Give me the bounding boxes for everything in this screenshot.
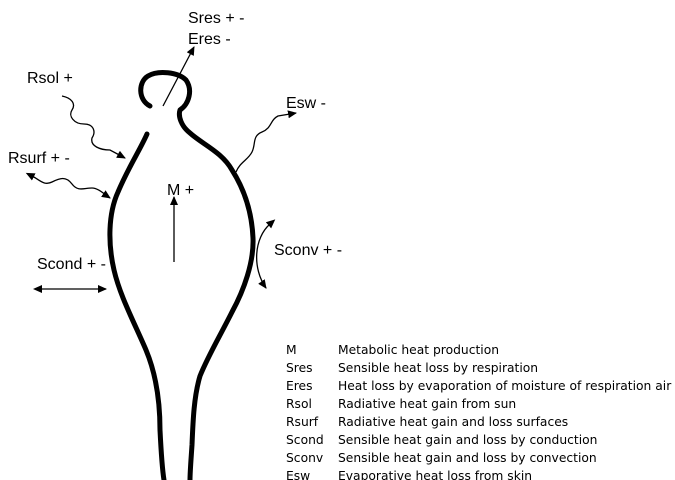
legend-description: Sensible heat gain and loss by conductio…: [338, 431, 597, 449]
sconv-label: Sconv + -: [274, 242, 342, 260]
legend-abbr: M: [286, 341, 338, 359]
rsol-label: Rsol +: [27, 70, 73, 88]
body-outline: [110, 73, 253, 480]
esw-arrow: [236, 113, 296, 172]
legend-description: Radiative heat gain and loss surfaces: [338, 413, 568, 431]
scond-label: Scond + -: [37, 256, 106, 274]
legend-description: Sensible heat loss by respiration: [338, 359, 538, 377]
legend-description: Sensible heat gain and loss by convectio…: [338, 449, 597, 467]
rsurf-label: Rsurf + -: [8, 150, 70, 168]
legend-description: Metabolic heat production: [338, 341, 499, 359]
legend-abbr: Sres: [286, 359, 338, 377]
legend-abbr: Eres: [286, 377, 338, 395]
legend-description: Heat loss by evaporation of moisture of …: [338, 377, 671, 395]
sres-label: Sres + -: [188, 10, 244, 28]
rsurf-arrow: [32, 176, 110, 198]
sconv-arrow: [257, 224, 270, 288]
legend-abbr: Rsurf: [286, 413, 338, 431]
body-left-outline: [110, 134, 164, 480]
legend-abbr: Esw: [286, 467, 338, 480]
rsol-arrow: [62, 96, 125, 158]
legend-description: Evaporative heat loss from skin: [338, 467, 532, 480]
legend-abbr: Rsol: [286, 395, 338, 413]
eres-label: Eres -: [188, 31, 231, 49]
m-label: M +: [167, 182, 194, 200]
legend-abbr: Sconv: [286, 449, 338, 467]
legend-description: Radiative heat gain from sun: [338, 395, 516, 413]
esw-label: Esw -: [286, 95, 326, 113]
legend-abbr: Scond: [286, 431, 338, 449]
